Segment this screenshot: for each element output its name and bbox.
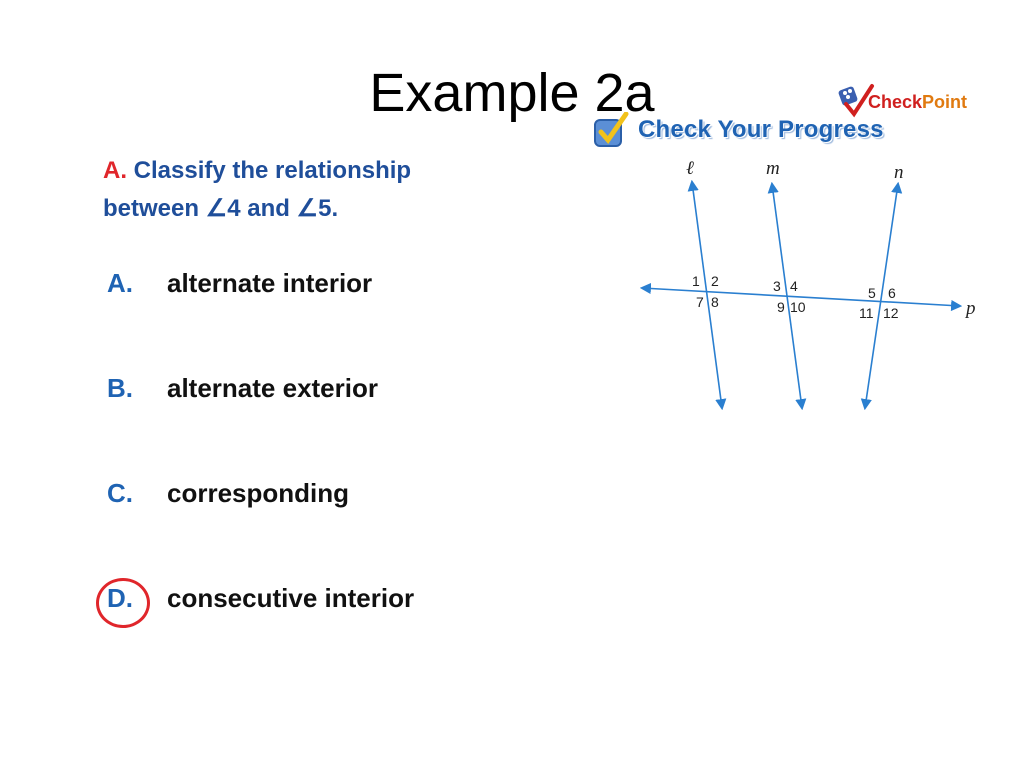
question-prompt: A. Classify the relationship between ∠4 … xyxy=(103,152,523,228)
angle-label-9: 9 xyxy=(777,299,785,315)
angle-label-7: 7 xyxy=(696,294,704,310)
option-d[interactable]: D.consecutive interior xyxy=(107,583,414,614)
question-letter: A. xyxy=(103,157,127,184)
option-letter: C. xyxy=(107,478,133,508)
label-line-l: ℓ xyxy=(686,158,694,179)
label-line-p: p xyxy=(964,298,976,319)
angle-label-10: 10 xyxy=(790,299,806,315)
angle-label-5: 5 xyxy=(868,285,876,301)
angle-label-3: 3 xyxy=(773,278,781,294)
option-letter: B. xyxy=(107,373,133,403)
angle-label-11: 11 xyxy=(859,305,874,321)
progress-label: Check Your Progress xyxy=(638,116,884,143)
checkpoint-word-point: Point xyxy=(922,92,968,112)
option-letter: A. xyxy=(107,268,133,298)
angle-label-8: 8 xyxy=(711,294,719,310)
checkmark-icon xyxy=(838,84,874,118)
angle-icon: ∠ xyxy=(205,195,228,222)
angle-label-12: 12 xyxy=(883,305,899,321)
option-c[interactable]: C. corresponding xyxy=(107,478,349,509)
angle-a: 4 xyxy=(227,195,241,222)
line-l xyxy=(687,179,727,411)
angle-b: 5. xyxy=(318,195,339,222)
checkbox-icon xyxy=(594,112,629,147)
question-text-1: Classify the relationship xyxy=(133,157,412,184)
question-text-2: between xyxy=(103,195,206,222)
angle-label-6: 6 xyxy=(888,285,896,301)
option-text: corresponding xyxy=(167,478,350,508)
option-a[interactable]: A. alternate interior xyxy=(107,268,372,299)
line-m xyxy=(767,181,807,411)
line-n xyxy=(860,181,903,411)
question-line-1: A. Classify the relationship xyxy=(103,152,523,190)
option-text: consecutive interior xyxy=(167,583,415,613)
angle-label-4: 4 xyxy=(790,278,798,294)
label-line-m: m xyxy=(766,158,780,179)
checkpoint-wordmark: CheckPoint xyxy=(868,92,967,113)
parallel-lines-diagram: ℓ m n p 1 2 7 8 3 4 9 10 5 6 11 12 xyxy=(639,158,976,411)
option-text: alternate interior xyxy=(167,268,373,298)
option-text: alternate exterior xyxy=(167,373,378,403)
checkpoint-logo: CheckPoint xyxy=(836,82,996,122)
checkpoint-word-check: Check xyxy=(868,92,923,112)
option-b[interactable]: B. alternate exterior xyxy=(107,373,378,404)
check-your-progress-banner: Check Your Progress xyxy=(590,112,906,150)
question-text-3: and xyxy=(240,195,297,222)
angle-label-1: 1 xyxy=(692,273,700,289)
angle-label-2: 2 xyxy=(711,273,719,289)
label-line-n: n xyxy=(894,162,904,183)
question-line-2: between ∠4 and ∠5. xyxy=(103,190,523,228)
angle-icon: ∠ xyxy=(296,195,319,222)
slide-title: Example 2a xyxy=(369,63,655,123)
answer-circle xyxy=(96,578,150,628)
